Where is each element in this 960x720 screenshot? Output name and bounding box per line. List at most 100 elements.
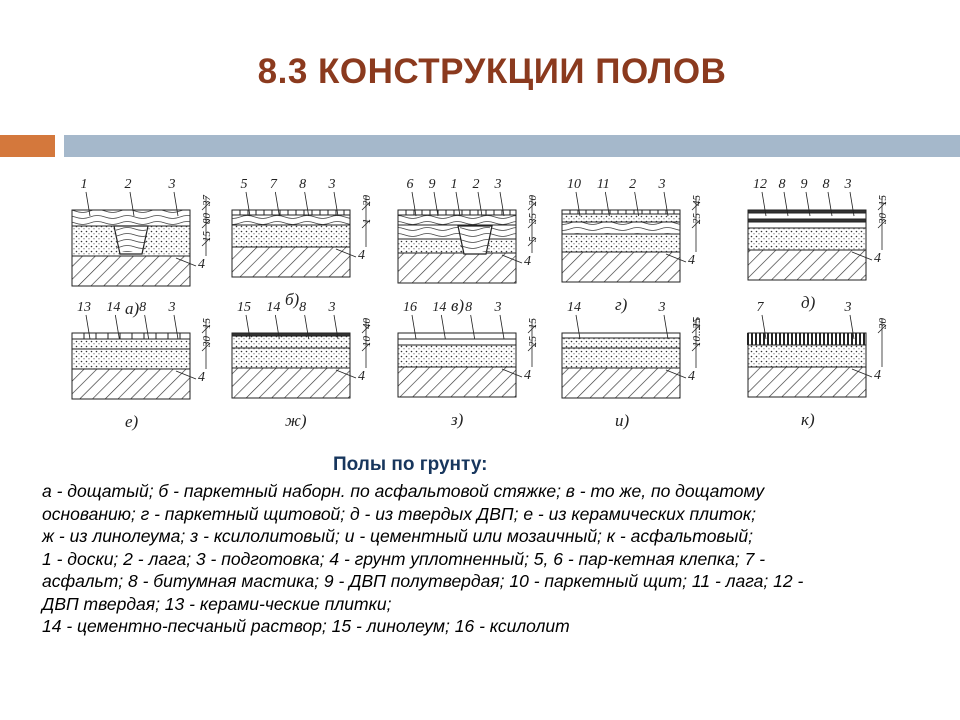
- dimension-tick: [527, 324, 537, 334]
- leader-line: [85, 191, 91, 217]
- dimension-tick: [201, 201, 211, 211]
- soil-number-label: 4: [874, 368, 881, 383]
- leader-line: [575, 314, 581, 340]
- section-letter-label: ж): [285, 411, 307, 430]
- layer-number-label: 14: [266, 300, 280, 315]
- leader-line: [85, 314, 91, 340]
- leader-line: [851, 368, 873, 378]
- leader-line: [129, 191, 135, 217]
- soil-number-label: 4: [198, 370, 205, 385]
- leader-line: [411, 191, 417, 217]
- caption-line: ДВП твердая; 13 - керами-ческие плитки;: [42, 593, 392, 614]
- dimension-tick: [361, 342, 371, 352]
- layer-number-label: 2: [125, 177, 132, 192]
- layer-number-label: 8: [299, 177, 306, 192]
- dimension-label: 15: [201, 231, 213, 243]
- dimension-tick: [201, 237, 211, 247]
- soil-number-label: 4: [874, 251, 881, 266]
- soil-number-label: 4: [358, 369, 365, 384]
- floor-layer: [231, 214, 351, 226]
- soil-number-label: 4: [198, 257, 205, 272]
- dimension-label: 80: [201, 213, 213, 225]
- soil-layer: [561, 251, 681, 283]
- caption-line: ж - из линолеума; з - ксилолитовый; и - …: [42, 526, 754, 546]
- dimension-tick: [201, 324, 211, 334]
- dimension-tick: [877, 201, 887, 211]
- dimension-tick: [361, 219, 371, 229]
- dimension-label: 37: [201, 195, 213, 208]
- leader-line: [175, 257, 197, 267]
- caption-line: асфальт; 8 - битумная мастика; 9 - ДВП п…: [42, 571, 804, 591]
- leader-line: [575, 191, 581, 217]
- caption-line: основанию; г - паркетный щитовой; д - из…: [42, 503, 756, 524]
- dimension-tick: [361, 324, 371, 334]
- leader-line: [274, 314, 280, 340]
- soil-layer: [747, 249, 867, 281]
- dimension-label: 25: [691, 318, 703, 330]
- leader-line: [663, 191, 669, 217]
- floor-layer: [397, 238, 517, 254]
- leader-line: [333, 314, 339, 340]
- layer-number-label: 3: [168, 177, 176, 192]
- floor-layer: [561, 347, 681, 369]
- dimension-tick: [527, 342, 537, 352]
- leader-line: [827, 191, 833, 217]
- layer-number-label: 11: [597, 177, 610, 192]
- leader-line: [604, 191, 610, 217]
- layer-number-label: 3: [328, 300, 336, 315]
- leader-line: [783, 191, 789, 217]
- leader-line: [761, 191, 767, 217]
- leader-line: [433, 191, 439, 217]
- leader-line: [761, 314, 767, 340]
- leader-line: [175, 370, 197, 380]
- section-letter-label: а): [125, 299, 140, 318]
- floor-layer: [397, 338, 517, 346]
- soil-number-label: 4: [524, 368, 531, 383]
- floor-layer: [561, 221, 681, 235]
- leader-line: [274, 191, 280, 217]
- dimension-tick: [527, 201, 537, 211]
- layer-number-label: 3: [658, 177, 666, 192]
- dimension-label: 10...15: [691, 316, 703, 347]
- layer-number-label: 12: [753, 177, 767, 192]
- dimension-label: 35: [527, 213, 539, 226]
- layer-number-label: 14: [432, 300, 446, 315]
- leader-line: [805, 191, 811, 217]
- dimension-label: 30: [877, 318, 889, 331]
- dimension-label: 45: [691, 195, 703, 207]
- layer-number-label: 3: [494, 177, 502, 192]
- layer-number-label: 8: [465, 300, 472, 315]
- layer-number-label: 1: [81, 177, 88, 192]
- section-letter-label: и): [615, 411, 630, 430]
- leader-line: [144, 314, 150, 340]
- dimension-tick: [691, 324, 701, 334]
- dimension-tick: [361, 201, 371, 211]
- layer-number-label: 10: [567, 177, 581, 192]
- dimension-tick: [201, 342, 211, 352]
- floor-layer: [397, 214, 517, 226]
- leader-line: [851, 251, 873, 261]
- leader-line: [665, 253, 687, 263]
- dimension-tick: [691, 342, 701, 352]
- caption-line: а - дощатый; б - паркетный наборн. по ас…: [42, 481, 765, 501]
- layer-number-label: 16: [403, 300, 417, 315]
- leader-line: [335, 369, 357, 379]
- leader-line: [173, 314, 179, 340]
- dimension-label: 10: [361, 336, 373, 348]
- layer-number-label: 14: [106, 300, 120, 315]
- soil-number-label: 4: [524, 254, 531, 269]
- layer-number-label: 9: [801, 177, 808, 192]
- section-letter-label: к): [801, 410, 815, 429]
- leader-line: [304, 314, 310, 340]
- layer-number-label: 8: [139, 300, 146, 315]
- floor-section-a: 1 2 3 4 37 80 15 а): [71, 177, 213, 318]
- section-letter-label: г): [615, 295, 628, 314]
- leader-line: [440, 314, 446, 340]
- soil-layer: [231, 367, 351, 399]
- layer-number-label: 15: [237, 300, 251, 315]
